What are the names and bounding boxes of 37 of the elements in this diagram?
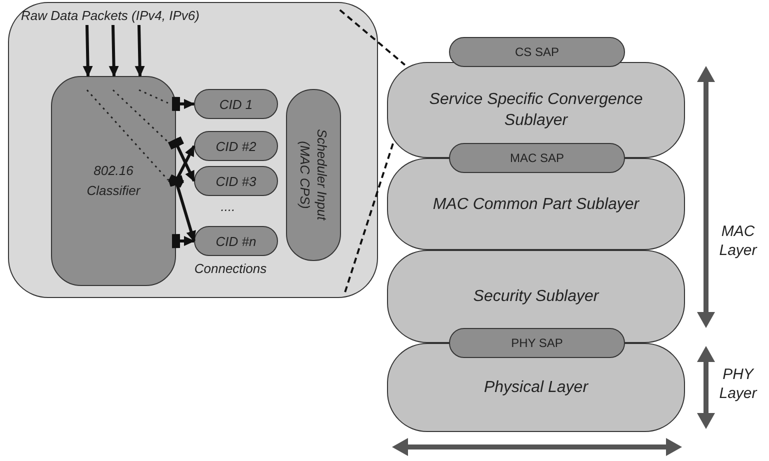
sap-box [449, 328, 625, 358]
arrow [168, 145, 196, 188]
sap-box [449, 37, 625, 67]
node-label: CID #2 [216, 138, 256, 154]
arrow [172, 234, 195, 248]
connection-box [194, 131, 278, 161]
panel-heading: Raw Data Packets (IPv4, IPv6) [21, 8, 200, 23]
connection-box [194, 89, 278, 119]
node-label: PHY SAP [511, 336, 563, 350]
zoom-line [339, 9, 406, 66]
node-label: Security Sublayer [472, 287, 600, 307]
node-label: CS SAP [514, 45, 559, 59]
connection-box [194, 226, 278, 256]
node-label: Physical Layer [482, 378, 590, 398]
node-label: CID #3 [216, 174, 256, 188]
node-label: CID #n [216, 234, 256, 248]
node-label: CID 1 [219, 96, 253, 112]
connections-label: Connections [193, 262, 268, 276]
node-label: MAC Common Part Sublayer [432, 194, 640, 214]
zoom-panel [8, 2, 378, 298]
layer-label: MAC Layer [718, 222, 758, 260]
layer-label: PHY Layer [718, 365, 758, 403]
arrow [172, 96, 195, 111]
connection-box [194, 166, 278, 196]
arrow [108, 24, 119, 77]
arrow [168, 175, 196, 242]
sap-box [449, 143, 625, 173]
node-label: Service Specific Convergence Sublayer [428, 90, 644, 131]
arrow [134, 24, 145, 77]
node-label: 802.16 Classifier [86, 162, 142, 200]
arrow [82, 24, 93, 77]
arrow [168, 136, 196, 182]
ellipsis-label: .... [220, 200, 236, 214]
scheduler-box [286, 89, 341, 261]
node-label: MAC SAP [510, 151, 564, 165]
node-label: Scheduler Input (MAC CPS) [296, 128, 330, 223]
classifier-box [51, 76, 176, 286]
